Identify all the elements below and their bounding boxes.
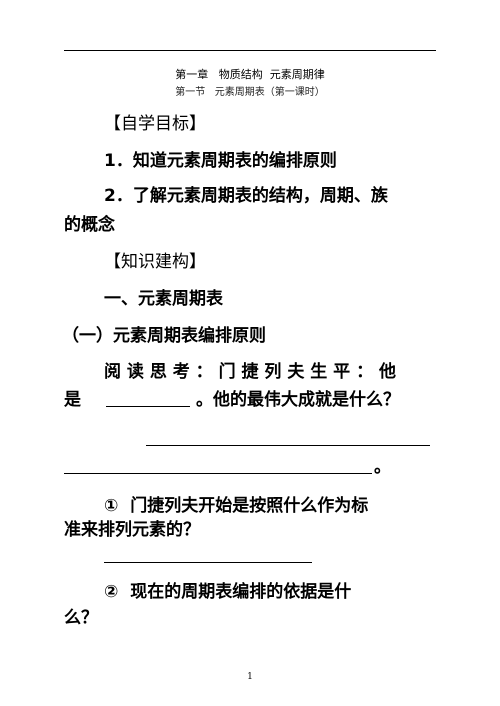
answer-blank[interactable] xyxy=(106,406,190,407)
goal-item-2: 2．了解元素周期表的结构，周期、族 xyxy=(104,186,388,206)
answer-line-1[interactable] xyxy=(146,445,430,446)
question-1-cont: 准来排列元素的？ xyxy=(64,520,200,540)
question-2-cont: 么？ xyxy=(64,608,98,628)
goal-item-1: 1．知道元素周期表的编排原则 xyxy=(104,151,337,171)
reading-question: 。他的最伟大成就是什么？ xyxy=(196,390,400,410)
reading-prompt: 阅 读 思 考 ： 门 捷 列 夫 生 平 ： 他 xyxy=(104,362,397,382)
reading-prompt-lead: 是 xyxy=(64,390,81,410)
answer-line-2[interactable] xyxy=(64,473,372,474)
goal-item-2-cont: 的概念 xyxy=(64,215,115,235)
section-title: 第一节 元素周期表（第一课时） xyxy=(175,87,325,98)
knowledge-heading: 【知识建构】 xyxy=(104,252,206,272)
answer-line-3[interactable] xyxy=(104,562,312,563)
question-2: ② 现在的周期表编排的依据是什 xyxy=(104,582,352,602)
chapter-title: 第一章 物质结构 元素周期律 xyxy=(175,68,325,81)
answer-end-mark: 。 xyxy=(374,457,391,477)
question-1: ① 门捷列夫开始是按照什么作为标 xyxy=(104,496,369,516)
header-rule xyxy=(64,50,436,51)
goal-heading: 【自学目标】 xyxy=(104,114,206,134)
part-heading: 一、元素周期表 xyxy=(104,289,223,309)
page-number: 1 xyxy=(247,672,253,682)
subsection-heading: （一）元素周期表编排原则 xyxy=(62,326,266,346)
